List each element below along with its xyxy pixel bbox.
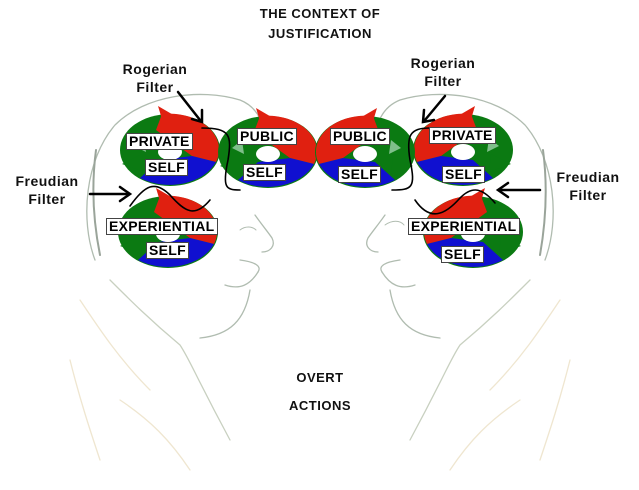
- right-rogerian-line1: Rogerian: [410, 55, 476, 71]
- right-rogerian-filter-label: Rogerian Filter: [398, 54, 488, 90]
- left-private-label: PRIVATE: [126, 133, 193, 150]
- left-rogerian-arrowhead: [190, 108, 204, 124]
- title-line-1: THE CONTEXT OF: [259, 6, 381, 21]
- left-freudian-arrowhead: [118, 185, 133, 203]
- left-rogerian-filter-curve: [201, 127, 241, 191]
- right-rogerian-arrowhead: [421, 108, 436, 124]
- right-public-self-label: SELF: [338, 166, 381, 183]
- left-rogerian-line2: Filter: [136, 79, 174, 95]
- right-head-sketch: [366, 93, 571, 471]
- right-freudian-line2: Filter: [569, 187, 607, 203]
- right-private-self-label: SELF: [442, 166, 485, 183]
- left-freudian-filter-label: Freudian Filter: [4, 172, 90, 208]
- left-rogerian-line1: Rogerian: [122, 61, 188, 77]
- right-rogerian-line2: Filter: [424, 73, 462, 89]
- right-experiential-self-label: SELF: [441, 246, 484, 263]
- right-freudian-line1: Freudian: [556, 169, 620, 185]
- right-rogerian-arrow: [423, 94, 447, 122]
- right-freudian-filter-curve: [414, 189, 496, 215]
- left-rogerian-arrow: [176, 90, 202, 122]
- left-freudian-line1: Freudian: [15, 173, 79, 189]
- diagram-title: THE CONTEXT OF JUSTIFICATION: [200, 4, 440, 44]
- right-freudian-filter-label: Freudian Filter: [540, 168, 636, 204]
- right-rogerian-filter-curve: [391, 127, 431, 191]
- overt-actions-label: OVERT ACTIONS: [240, 364, 400, 420]
- right-freudian-arrowhead: [495, 181, 510, 199]
- overt-line: OVERT: [296, 370, 344, 385]
- left-rogerian-filter-label: Rogerian Filter: [110, 60, 200, 96]
- left-experiential-self-label: SELF: [146, 242, 189, 259]
- left-freudian-line2: Filter: [28, 191, 66, 207]
- actions-line: ACTIONS: [289, 398, 351, 413]
- right-private-label: PRIVATE: [429, 127, 496, 144]
- left-public-self-label: SELF: [243, 164, 286, 181]
- left-public-label: PUBLIC: [237, 128, 297, 145]
- right-experiential-label: EXPERIENTIAL: [408, 218, 520, 235]
- left-freudian-filter-curve: [129, 185, 211, 212]
- title-line-2: JUSTIFICATION: [268, 26, 372, 41]
- left-experiential-label: EXPERIENTIAL: [106, 218, 218, 235]
- left-private-self-label: SELF: [145, 159, 188, 176]
- right-public-label: PUBLIC: [330, 128, 390, 145]
